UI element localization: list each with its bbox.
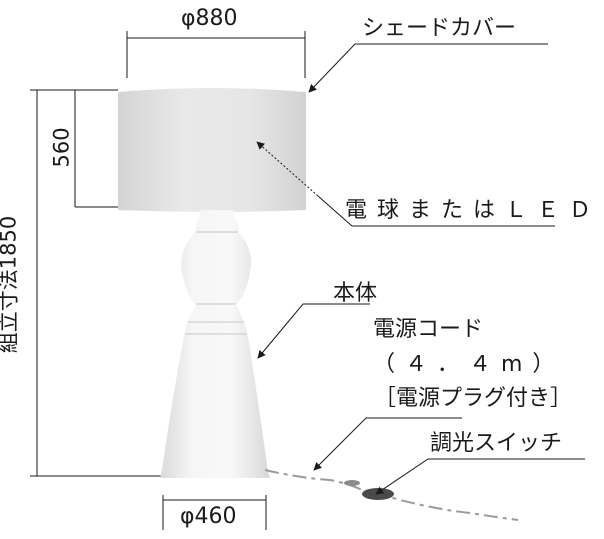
dim-total-height: 組立寸法1850: [0, 215, 21, 354]
lamp-shade: [118, 88, 306, 212]
label-cord-length: （４．４m）: [373, 352, 565, 377]
label-body: 本体: [333, 281, 378, 306]
dim-base-diameter-lines: [162, 495, 267, 530]
lamp-body: [160, 210, 270, 478]
dim-total-height-lines: [30, 89, 175, 477]
label-cord-title: 電源コード: [373, 317, 484, 342]
label-dimmer-switch: 調光スイッチ: [430, 431, 563, 456]
dim-shade-diameter: φ880: [181, 6, 238, 31]
dim-shade-height: 560: [49, 127, 74, 168]
dim-base-diameter: φ460: [180, 504, 237, 529]
dim-shade-diameter-lines: [126, 31, 306, 78]
leader-lines: [256, 43, 585, 495]
dim-shade-height-lines: [74, 89, 118, 208]
lamp-body-rings: [185, 231, 247, 335]
dimmer-switch-body: [362, 488, 394, 500]
label-bulb: 電球またはＬＥＤ: [345, 198, 602, 223]
label-shade-cover: シェードカバー: [362, 16, 517, 41]
cord-plug: [344, 480, 360, 486]
label-cord-plug: ［電源プラグ付き］: [374, 386, 573, 411]
